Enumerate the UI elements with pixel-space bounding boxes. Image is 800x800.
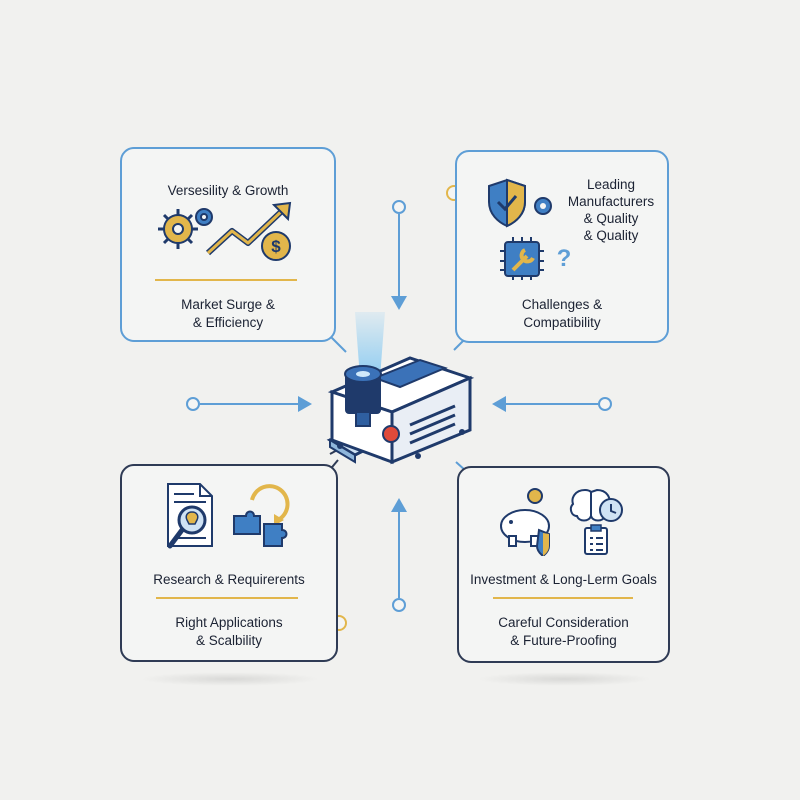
piggy-bank-icon bbox=[500, 488, 550, 556]
document-lightbulb-icon bbox=[167, 483, 213, 549]
arrow-left bbox=[186, 396, 312, 412]
svg-text:$: $ bbox=[271, 237, 281, 256]
panel-title: Investment & Long-Lerm Goals bbox=[470, 572, 657, 587]
panel-subtitle-line-1: Market Surge & bbox=[181, 297, 275, 312]
laser-engraver-icon bbox=[326, 312, 475, 465]
divider bbox=[156, 597, 298, 599]
panel-title-line-2: Manufacturers bbox=[567, 194, 655, 209]
panel-bottom-right: Investment & Long-Lerm Goals Careful Con… bbox=[457, 466, 670, 663]
card-shadow bbox=[140, 672, 320, 686]
panel-title: Research & Requirerents bbox=[153, 572, 305, 587]
shield-check-icon bbox=[488, 178, 552, 228]
divider bbox=[155, 279, 297, 281]
panel-title: Versesility & Growth bbox=[167, 183, 289, 198]
panel-subtitle-line-1: Careful Consideration bbox=[498, 615, 629, 630]
panel-subtitle-line-2: & Future-Proofing bbox=[510, 633, 617, 648]
gears-icon bbox=[158, 208, 213, 249]
panel-title-line-4: & Quality bbox=[583, 228, 639, 243]
panel-subtitle-line-2: & Efficiency bbox=[192, 315, 264, 330]
panel-subtitle-line-1: Right Applications bbox=[175, 615, 283, 630]
arrow-top bbox=[391, 200, 407, 310]
panel-top-right: Leading Manufacturers & Quality & Qualit… bbox=[455, 150, 669, 343]
panel-subtitle-line-1: Challenges & bbox=[521, 297, 603, 312]
svg-text:?: ? bbox=[557, 245, 572, 272]
card-shadow bbox=[477, 672, 652, 686]
arrow-bottom bbox=[391, 498, 407, 612]
dollar-coin-icon: $ bbox=[261, 231, 291, 261]
checklist-icon bbox=[584, 524, 608, 555]
panel-title-line-1: Leading bbox=[586, 177, 636, 192]
arrow-right bbox=[492, 396, 612, 412]
panel-bottom-left: Research & Requirerents Right Applicatio… bbox=[120, 464, 338, 662]
panel-top-left: Versesility & Growth $ Market Surge & & … bbox=[120, 147, 336, 342]
growth-arrow-icon bbox=[205, 201, 292, 256]
puzzle-cycle-icon bbox=[233, 484, 290, 547]
panel-title-line-3: & Quality bbox=[583, 211, 639, 226]
panel-subtitle-line-2: & Scalbility bbox=[195, 633, 263, 648]
brain-clock-icon bbox=[569, 488, 623, 522]
panel-subtitle-line-2: Compatibility bbox=[523, 315, 601, 330]
chip-wrench-icon bbox=[500, 237, 544, 280]
question-mark-icon: ? bbox=[557, 245, 572, 272]
divider bbox=[493, 597, 633, 599]
